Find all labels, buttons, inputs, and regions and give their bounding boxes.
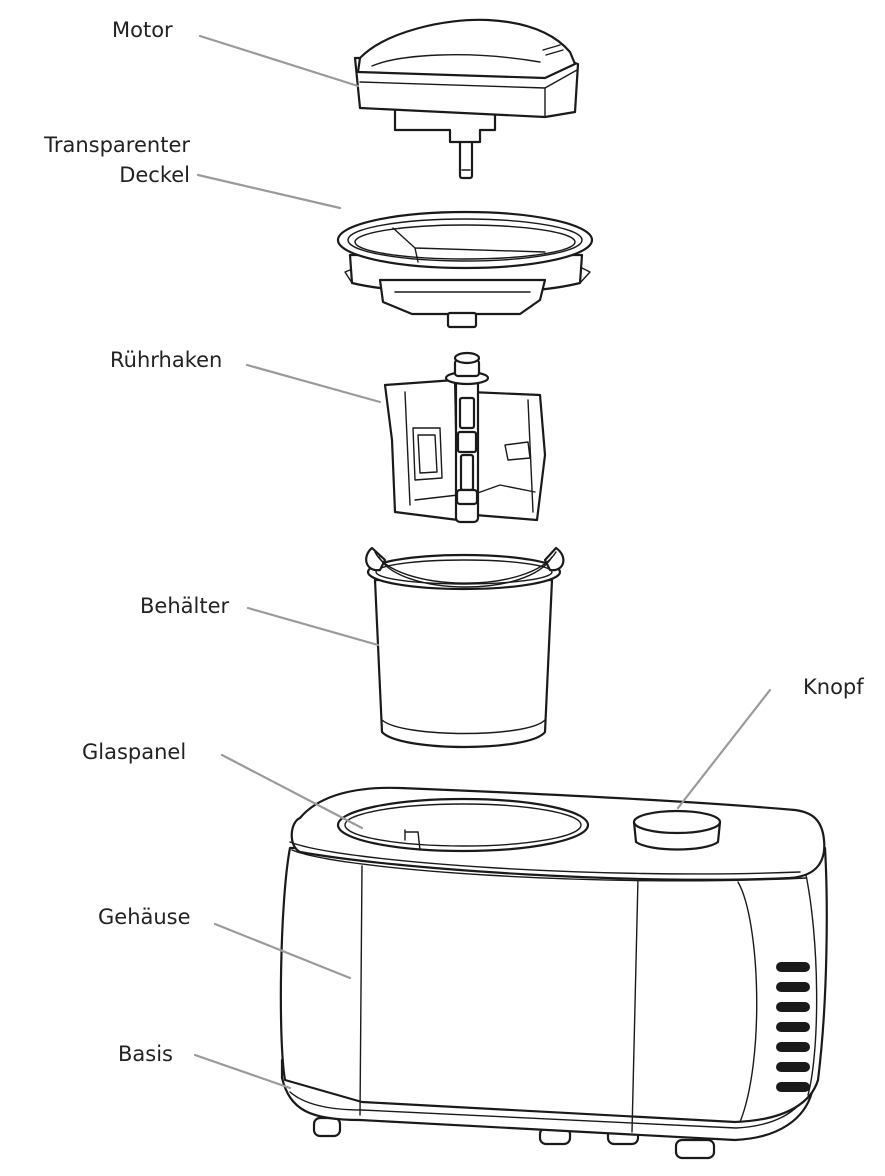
label-deckel-line1: Transparenter <box>44 133 190 157</box>
label-ruehrhaken: Rührhaken <box>110 348 223 372</box>
leader-basis <box>193 1053 292 1090</box>
label-basis: Basis <box>118 1042 173 1066</box>
label-deckel-line2: Deckel <box>119 163 190 187</box>
label-gehaeuse: Gehäuse <box>98 905 191 929</box>
leader-knopf <box>676 688 772 810</box>
motor-part <box>353 18 580 180</box>
label-motor: Motor <box>112 18 173 42</box>
leader-motor <box>198 34 360 88</box>
paddle-part <box>383 351 547 524</box>
leader-deckel <box>196 173 342 210</box>
label-glaspanel: Glaspanel <box>82 740 187 764</box>
housing-part <box>279 786 828 1160</box>
lid-part <box>336 210 594 329</box>
leader-ruehrhaken <box>245 363 382 404</box>
leader-gehaeuse <box>213 922 352 980</box>
label-knopf: Knopf <box>803 675 864 699</box>
leader-glaspanel <box>220 753 364 830</box>
bowl-part <box>365 546 565 749</box>
leader-lines <box>193 34 772 1090</box>
label-behaelter: Behälter <box>140 594 230 618</box>
leader-behaelter <box>246 606 380 647</box>
